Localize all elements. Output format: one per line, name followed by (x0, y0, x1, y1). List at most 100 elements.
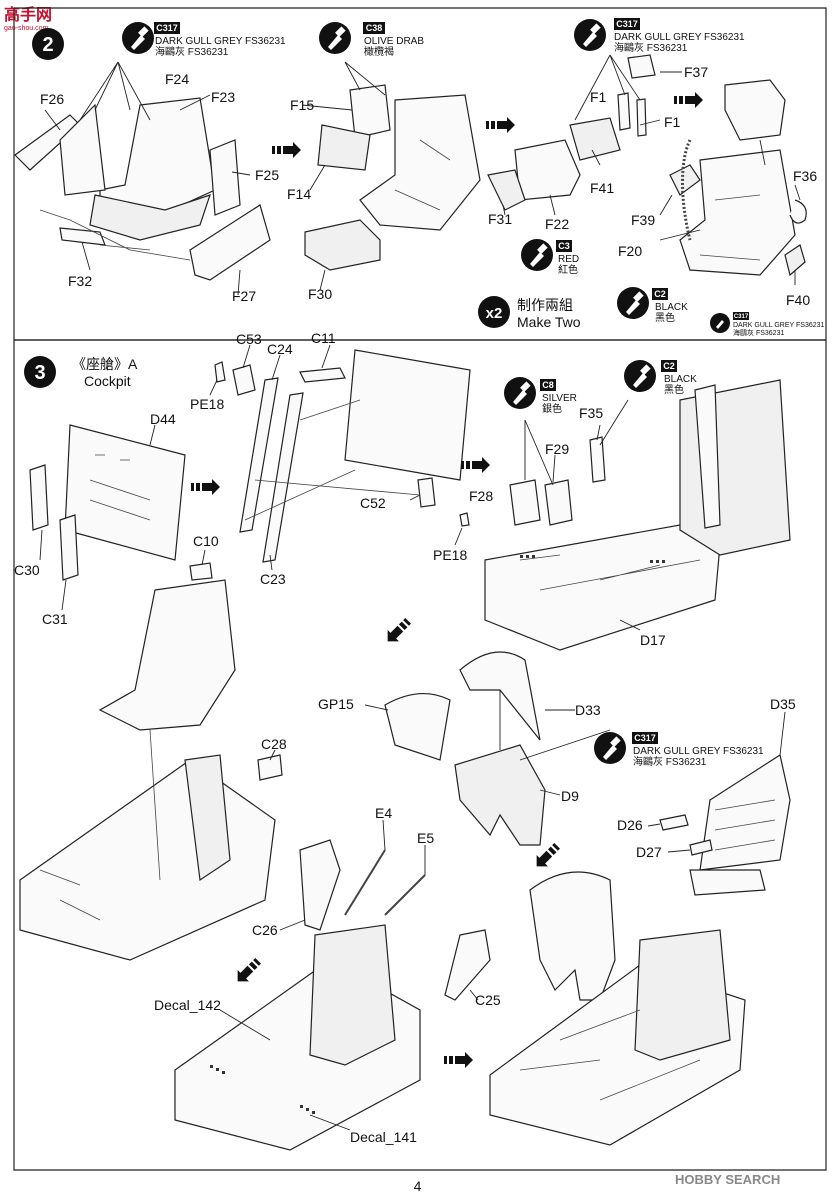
cockpit-final-assembly (489, 869, 766, 1146)
part-gp15 (384, 692, 451, 761)
part-label-f27: F27 (232, 288, 256, 304)
part-label-f15: F15 (290, 97, 314, 113)
part-f29 (544, 479, 573, 526)
paint-code: C317 (616, 19, 638, 29)
cockpit-tub-left (19, 759, 276, 961)
paint-name-zh: 橄欖褐 (364, 45, 394, 58)
part-label-f26: F26 (40, 91, 64, 107)
part-pe18-a (214, 361, 226, 383)
part-label-f31: F31 (488, 211, 512, 227)
part-c25 (444, 929, 491, 1001)
part-f39 (669, 164, 701, 196)
flow-arrow (444, 1052, 473, 1068)
paint-callout-c317-b: C317 DARK GULL GREY FS36231 海鷗灰 FS36231 (574, 18, 745, 54)
paint-code: C317 (734, 314, 749, 320)
paint-callout-c317-small: C317 DARK GULL GREY FS36231 海鷗灰 FS36231 (710, 312, 825, 337)
part-c31 (59, 514, 79, 581)
part-f40 (784, 244, 806, 277)
paint-callout-c317-step3: C317 DARK GULL GREY FS36231 海鷗灰 FS36231 (594, 732, 764, 768)
part-f36 (789, 199, 807, 224)
paint-name-en: DARK GULL GREY FS36231 (733, 322, 825, 329)
part-label-f40: F40 (786, 292, 810, 308)
part-d26 (659, 814, 689, 831)
part-label-f32: F32 (68, 273, 92, 289)
step3-frame (13, 339, 827, 1171)
paint-brush-icon (594, 732, 626, 764)
flow-arrow (191, 479, 220, 495)
left-tub-rail (184, 754, 231, 882)
tub-rail (694, 384, 721, 529)
paint-name-zh: 海鷗灰 FS36231 (155, 45, 229, 58)
step2-badge: 2 (32, 28, 64, 60)
part-label-d9: D9 (561, 788, 579, 804)
part-label-f25: F25 (255, 167, 279, 183)
part-label-f23: F23 (211, 89, 235, 105)
paint-code: C38 (366, 23, 383, 33)
cockpit-tub-d17 (484, 379, 791, 651)
paint-brush-icon (574, 19, 606, 51)
seat-cushion-f14 (317, 124, 371, 171)
flow-arrow (486, 117, 515, 133)
part-d33 (459, 651, 541, 741)
paint-name-en: DARK GULL GREY FS36231 (614, 32, 745, 43)
part-label-f41: F41 (590, 180, 614, 196)
part-pe18-b (459, 512, 470, 527)
paint-name-zh: 海鷗灰 FS36231 (633, 755, 707, 768)
part-label-f36: F36 (793, 168, 817, 184)
part-label-d35: D35 (770, 696, 796, 712)
flow-arrow (461, 457, 490, 473)
seat-pack-f30 (304, 219, 381, 271)
flow-arrow (674, 92, 703, 108)
step3-number: 3 (34, 362, 45, 384)
part-label-decal-141: Decal_141 (350, 1129, 417, 1145)
paint-callout-c2-black-step3: C2 BLACK 黑色 (624, 360, 697, 396)
assembled-seat-step2 (659, 79, 807, 285)
part-label-c26: C26 (252, 922, 278, 938)
paint-name-en: BLACK (655, 302, 688, 313)
part-label-c23: C23 (260, 571, 286, 587)
paint-code: C317 (634, 733, 656, 743)
seat-side-f24 (59, 103, 106, 196)
ejection-seat (98, 579, 236, 731)
rail-c24 (239, 377, 279, 533)
part-c11 (299, 367, 346, 383)
part-f31 (487, 169, 526, 211)
part-label-d17: D17 (640, 632, 666, 648)
multiplier-zh: 制作兩組 (517, 297, 573, 313)
part-label-c24: C24 (267, 341, 293, 357)
seat-body (679, 149, 796, 276)
part-label-f28: F28 (469, 488, 493, 504)
part-d35 (699, 754, 791, 871)
flow-arrow-diagonal (381, 615, 414, 648)
paint-name-en: BLACK (664, 374, 697, 385)
paint-callout-c3-red: C3 RED 紅色 (521, 239, 579, 276)
flow-arrow-diagonal (231, 955, 264, 988)
step2-number: 2 (42, 34, 53, 56)
paint-name-zh: 黑色 (664, 383, 684, 396)
part-label-f22: F22 (545, 216, 569, 232)
glareshield-installed (529, 871, 616, 1001)
paint-code: C2 (654, 289, 666, 299)
part-label-c31: C31 (42, 611, 68, 627)
multiplier: x2 (486, 305, 503, 322)
paint-name-zh: 銀色 (542, 402, 562, 415)
part-label-c30: C30 (14, 562, 40, 578)
seat-side-f25 (209, 139, 241, 216)
part-label-c28: C28 (261, 736, 287, 752)
part-label-d33: D33 (575, 702, 601, 718)
watermark-url: gao-shou.com (4, 25, 49, 32)
watermark-text: 高手网 (4, 5, 52, 24)
flow-arrow (272, 142, 301, 158)
part-d9 (454, 744, 546, 846)
make-two-badge: x2 制作兩組 Make Two (478, 296, 581, 330)
part-label-d44: D44 (150, 411, 176, 427)
paint-callout-c8-silver: C8 SILVER 銀色 (504, 377, 577, 415)
seat-pan (89, 194, 211, 241)
paint-brush-icon (122, 22, 154, 54)
paint-callout-c38: C38 OLIVE DRAB 橄欖褐 (319, 22, 424, 58)
part-label-c52: C52 (360, 495, 386, 511)
part-label-e4: E4 (375, 805, 392, 821)
seat-with-cushions (301, 61, 481, 291)
rear-bulkhead-assembly (29, 424, 186, 611)
center-seat (309, 924, 396, 1066)
